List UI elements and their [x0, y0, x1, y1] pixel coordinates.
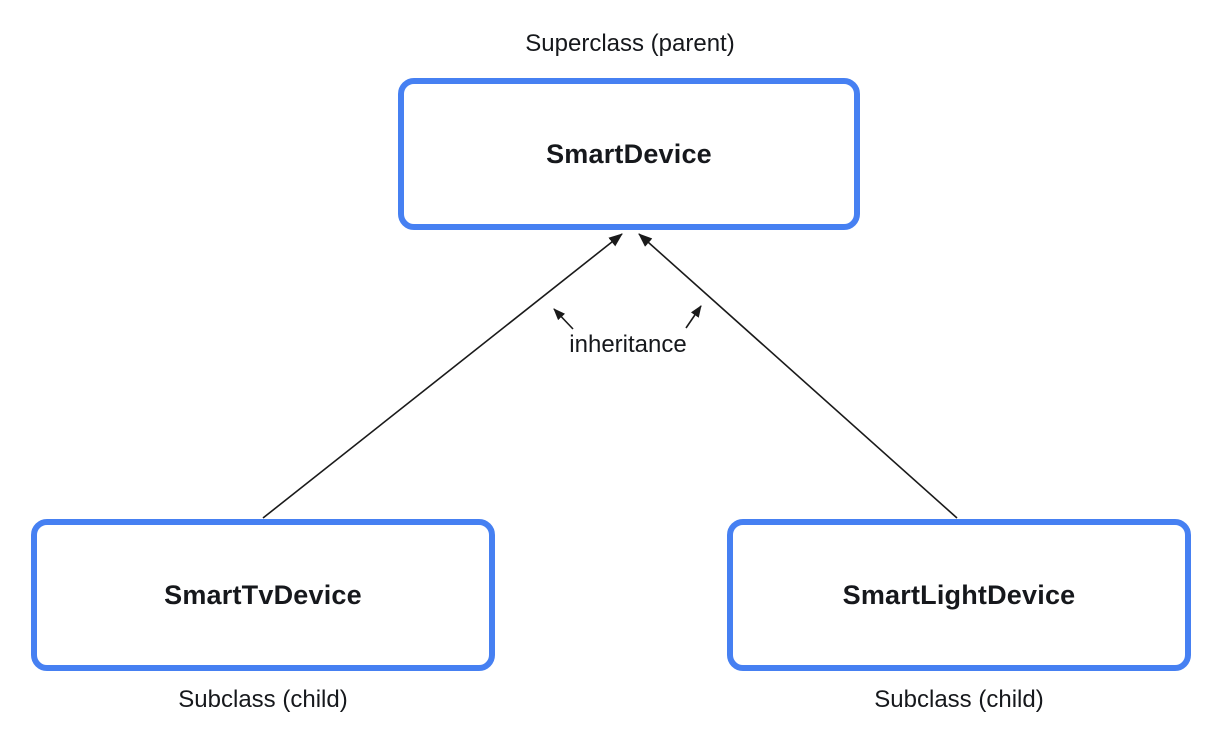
subclass-light-label: Subclass (child)	[874, 686, 1044, 713]
inheritance-pointer-left	[553, 308, 574, 330]
subclass-tv-label: Subclass (child)	[178, 686, 348, 713]
subclass-box-tv: SmartTvDevice	[31, 519, 495, 671]
inheritance-label: inheritance	[569, 331, 687, 358]
inheritance-arrow-right	[638, 233, 958, 519]
superclass-box: SmartDevice	[398, 78, 860, 230]
inheritance-arrow-left	[262, 233, 623, 519]
superclass-name: SmartDevice	[546, 138, 712, 169]
subclass-light-name: SmartLightDevice	[842, 579, 1076, 610]
inheritance-pointer-right	[685, 305, 702, 329]
superclass-label: Superclass (parent)	[525, 30, 735, 57]
subclass-box-light: SmartLightDevice	[727, 519, 1191, 671]
subclass-tv-name: SmartTvDevice	[164, 579, 362, 610]
